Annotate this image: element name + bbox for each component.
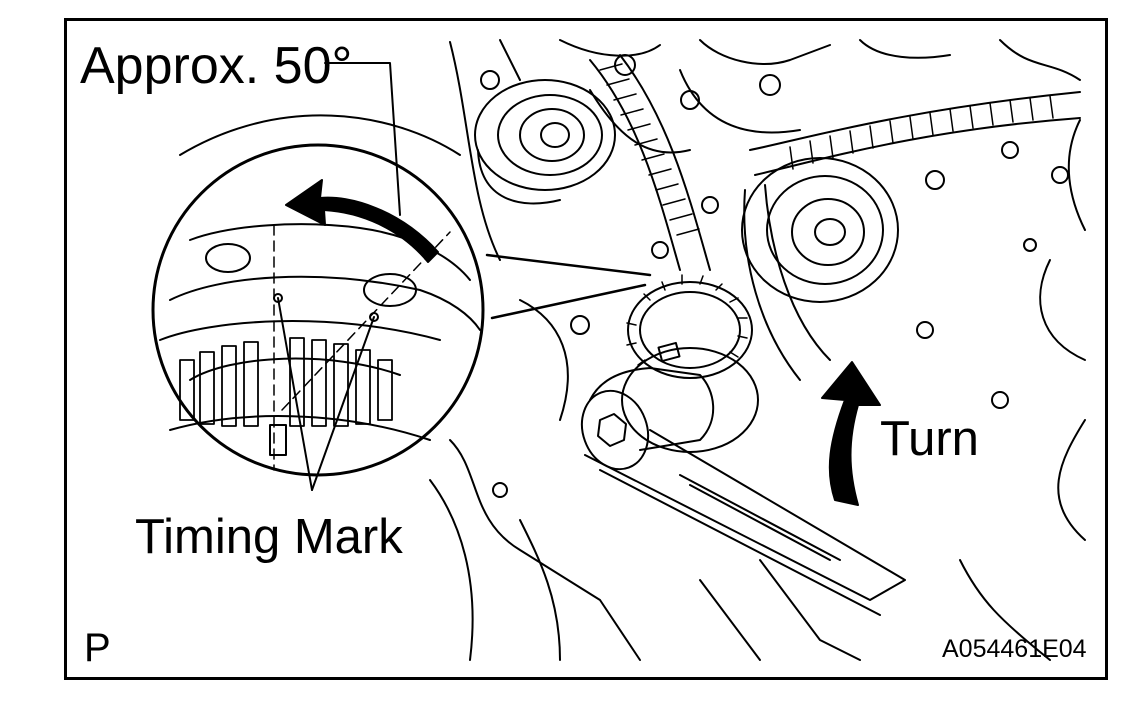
figure-code: A054461E04 (942, 635, 1087, 663)
crankshaft-sprocket (621, 274, 759, 453)
engine-block-outline (429, 39, 1086, 661)
rotation-arrow (285, 179, 439, 263)
angle-label: Approx. 50° (80, 37, 353, 95)
timing-mark-label: Timing Mark (135, 510, 403, 564)
angle-arc-line (179, 114, 461, 156)
idler-pulley-upper (474, 79, 616, 205)
socket-wrench (580, 367, 906, 616)
turn-label: Turn (880, 412, 979, 466)
idler-pulley-right (741, 157, 899, 303)
timing-belt (589, 54, 1081, 381)
turn-arrow (821, 361, 881, 506)
leader-lines (277, 62, 401, 491)
bolt-holes (480, 54, 1069, 498)
corner-letter: P (84, 626, 111, 670)
